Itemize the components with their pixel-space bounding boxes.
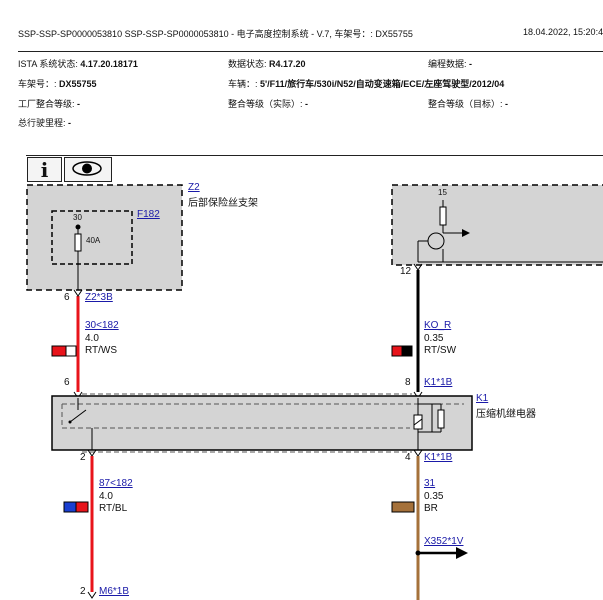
eye-icon bbox=[72, 161, 102, 176]
wire-ko-r-color: RT/SW bbox=[424, 345, 457, 356]
vehicle: 车辆：: 5'/F11/旅行车/530i/N52/自动变速箱/ECE/左座驾驶型… bbox=[228, 77, 504, 90]
f182-terminal: 30 bbox=[73, 213, 82, 222]
actual-level: 整合等级（实际）: - bbox=[228, 97, 308, 110]
target-level: 整合等级（目标）: - bbox=[428, 97, 508, 110]
wire-ko-r-size: 0.35 bbox=[424, 333, 444, 344]
target-level-value: - bbox=[505, 99, 509, 109]
data-status: 数据状态: R4.17.20 bbox=[228, 57, 306, 70]
vehicle-label: 车辆：: bbox=[228, 79, 261, 89]
connector-k1-1b-top[interactable]: K1*1B bbox=[424, 377, 453, 388]
pin-2-relay: 2 bbox=[80, 452, 86, 463]
info-icon: i bbox=[40, 158, 49, 182]
wire-87-182-color: RT/BL bbox=[99, 503, 128, 514]
continue-arrow bbox=[456, 547, 468, 559]
factory-level-value: - bbox=[77, 99, 81, 109]
f182-fuse-box bbox=[51, 210, 133, 265]
vin-label: 车架号：: bbox=[18, 79, 60, 89]
toolbar-divider bbox=[26, 155, 603, 156]
target-level-label: 整合等级（目标）: bbox=[428, 99, 506, 109]
wire-30-182-color: RT/WS bbox=[85, 345, 118, 356]
info-button[interactable]: i bbox=[27, 157, 62, 182]
k1-link[interactable]: K1 bbox=[476, 393, 489, 404]
pin-4: 4 bbox=[405, 452, 411, 463]
f182-rating: 40A bbox=[86, 236, 101, 245]
document-title: SSP-SSP-SP0000053810 SSP-SSP-SP000005381… bbox=[18, 29, 413, 39]
ista-status: ISTA 系统状态: 4.17.20.18171 bbox=[18, 57, 138, 70]
wire-31-link[interactable]: 31 bbox=[424, 478, 436, 489]
header-divider bbox=[18, 51, 603, 52]
actual-level-label: 整合等级（实际）: bbox=[228, 99, 306, 109]
swatch-red-black bbox=[391, 345, 413, 357]
relay-switch-contact bbox=[69, 409, 87, 423]
ista-status-value: 4.17.20.18171 bbox=[80, 59, 138, 69]
k1-name: 压缩机继电器 bbox=[476, 409, 536, 420]
pin-12: 12 bbox=[400, 266, 412, 277]
pin-2-bottom: 2 bbox=[80, 586, 86, 597]
wire-30-182-link[interactable]: 30<182 bbox=[85, 320, 119, 331]
swatch-red-blue bbox=[63, 501, 89, 513]
data-status-value: R4.17.20 bbox=[269, 59, 306, 69]
coding-data-label: 编程数据: bbox=[428, 59, 470, 69]
coding-data: 编程数据: - bbox=[428, 57, 472, 70]
vehicle-value: 5'/F11/旅行车/530i/N52/自动变速箱/ECE/左座驾驶型/2012… bbox=[260, 79, 505, 89]
connector-m6-1b[interactable]: M6*1B bbox=[99, 586, 130, 597]
swatch-red-white bbox=[51, 345, 77, 357]
k1-relay-box bbox=[51, 395, 473, 451]
pin-6-top: 6 bbox=[64, 292, 70, 303]
eye-button[interactable] bbox=[64, 157, 112, 182]
wire-30-182-size: 4.0 bbox=[85, 333, 99, 344]
mileage: 总行驶里程: - bbox=[18, 116, 71, 129]
f182-link[interactable]: F182 bbox=[137, 209, 160, 220]
right-module-box bbox=[391, 184, 603, 266]
z2-link[interactable]: Z2 bbox=[188, 182, 200, 193]
z2-name: 后部保险丝支架 bbox=[188, 198, 258, 209]
connector-x352-1v[interactable]: X352*1V bbox=[424, 536, 464, 547]
factory-level: 工厂整合等级: - bbox=[18, 97, 80, 110]
wire-31-size: 0.35 bbox=[424, 491, 444, 502]
mileage-label: 总行驶里程: bbox=[18, 118, 69, 128]
coding-data-value: - bbox=[469, 59, 473, 69]
fuse-symbol bbox=[74, 233, 82, 252]
actual-level-value: - bbox=[305, 99, 309, 109]
pin-15: 15 bbox=[438, 188, 447, 197]
pin-6-relay: 6 bbox=[64, 377, 70, 388]
connector-k1-1b-bottom[interactable]: K1*1B bbox=[424, 452, 453, 463]
factory-level-label: 工厂整合等级: bbox=[18, 99, 78, 109]
ista-status-label: ISTA 系统状态: bbox=[18, 59, 81, 69]
wire-87-182-link[interactable]: 87<182 bbox=[99, 478, 133, 489]
swatch-brown bbox=[391, 501, 415, 513]
wire-87-182-size: 4.0 bbox=[99, 491, 113, 502]
wire-ko-r-link[interactable]: KO_R bbox=[424, 320, 452, 331]
pin-8: 8 bbox=[405, 377, 411, 388]
vin: 车架号：: DX55755 bbox=[18, 77, 97, 90]
wire-31-color: BR bbox=[424, 503, 438, 514]
data-status-label: 数据状态: bbox=[228, 59, 270, 69]
timestamp: 18.04.2022, 15:20:4 bbox=[523, 27, 603, 37]
connector-z2-3b[interactable]: Z2*3B bbox=[85, 292, 113, 303]
mileage-value: - bbox=[68, 118, 72, 128]
vin-value: DX55755 bbox=[59, 79, 97, 89]
z2-fuse-carrier-box bbox=[26, 184, 183, 291]
